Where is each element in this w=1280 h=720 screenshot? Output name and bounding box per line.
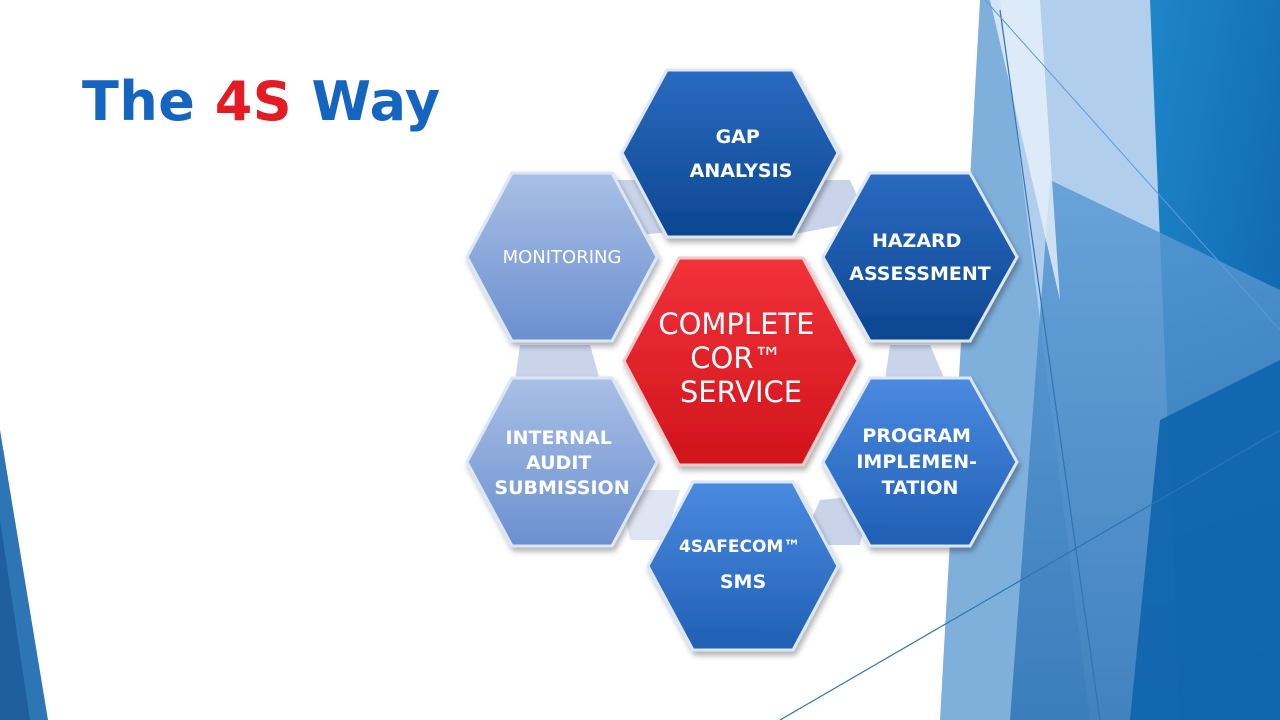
label-program-implementation-line-2: IMPLEMEN-	[856, 451, 977, 473]
connector	[515, 345, 600, 380]
label-sms-line-1: 4SAFECOM™	[679, 537, 800, 557]
bg-line	[999, 9, 1101, 720]
label-gap-analysis-line-1: GAP	[716, 126, 760, 148]
hex-node-internal-audit-submission: INTERNAL AUDIT SUBMISSION	[465, 376, 659, 548]
label-hazard-assessment: HAZARD ASSESSMENT	[849, 230, 991, 285]
label-center-line-1: COMPLETE	[658, 307, 814, 341]
label-internal-audit-submission-line-1: INTERNAL	[506, 427, 612, 449]
label-center-line-2: COR™	[690, 341, 782, 375]
hexagon-gap-analysis	[620, 68, 840, 239]
label-monitoring-line-1: MONITORING	[503, 247, 622, 268]
label-center: COMPLETE COR™ SERVICE	[658, 307, 823, 409]
page-title: The 4S Way	[82, 70, 441, 133]
label-sms-line-2: SMS	[720, 571, 766, 593]
hex-node-hazard-assessment: HAZARD ASSESSMENT	[821, 171, 1019, 343]
hexagon-monitoring	[465, 171, 659, 343]
label-center-line-3: SERVICE	[680, 375, 802, 409]
hex-node-program-implementation: PROGRAM IMPLEMEN- TATION	[821, 376, 1019, 548]
bg-facet	[990, 0, 1060, 300]
hex-node-gap-analysis: GAP ANALYSIS	[620, 68, 840, 239]
bg-facet-left	[0, 520, 30, 720]
hex-node-monitoring: MONITORING	[465, 171, 659, 343]
label-gap-analysis: GAP ANALYSIS	[690, 126, 793, 182]
hex-node-sms: 4SAFECOM™ SMS	[646, 480, 840, 652]
label-hazard-assessment-line-1: HAZARD	[872, 230, 962, 252]
bg-facet	[1130, 360, 1280, 720]
title-part-1: The	[82, 70, 215, 133]
hexagon-internal-audit-submission	[465, 376, 659, 548]
title-part-2: Way	[292, 70, 441, 133]
label-internal-audit-submission-line-2: AUDIT	[526, 452, 591, 474]
label-internal-audit-submission-line-3: SUBMISSION	[494, 477, 629, 499]
label-gap-analysis-line-2: ANALYSIS	[690, 160, 793, 182]
label-program-implementation-line-3: TATION	[882, 477, 959, 499]
hex-node-center: COMPLETE COR™ SERVICE	[622, 256, 860, 467]
label-program-implementation: PROGRAM IMPLEMEN- TATION	[856, 425, 983, 499]
label-internal-audit-submission: INTERNAL AUDIT SUBMISSION	[494, 427, 629, 499]
connector	[885, 345, 945, 380]
label-monitoring: MONITORING	[503, 247, 622, 268]
hexagon-sms	[646, 480, 840, 652]
label-hazard-assessment-line-2: ASSESSMENT	[849, 263, 991, 285]
hexagon-program-implementation	[821, 376, 1019, 548]
label-program-implementation-line-1: PROGRAM	[862, 425, 971, 447]
hexagon-hazard-assessment	[821, 171, 1019, 343]
bg-line	[779, 429, 1280, 720]
label-sms: 4SAFECOM™ SMS	[679, 535, 807, 593]
bg-line	[984, 0, 1280, 331]
hexagon-center	[622, 256, 860, 467]
title-accent: 4S	[214, 70, 293, 133]
